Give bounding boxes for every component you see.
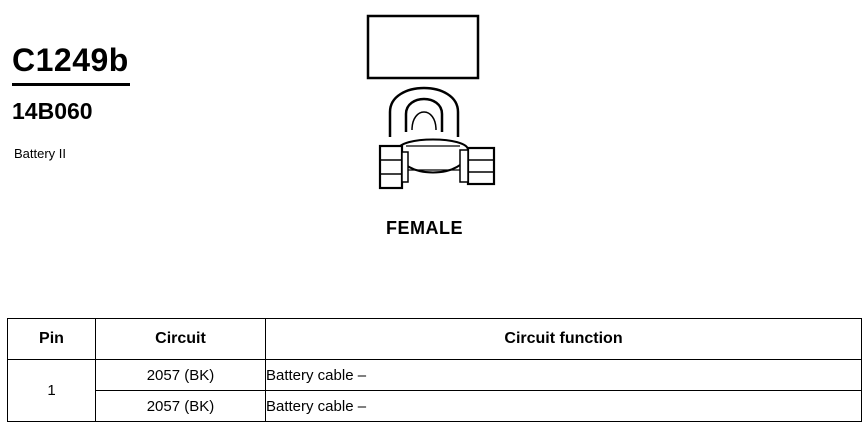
view-label: FEMALE (386, 218, 463, 238)
battery-terminal-clamp-icon (366, 14, 496, 190)
table-row: 1 2057 (BK) Battery cable – (7, 359, 862, 422)
table-row: 2057 (BK) Battery cable – (8, 390, 862, 422)
connector-id: C1249b (12, 42, 129, 78)
col-header-circuit: Circuit (95, 318, 266, 360)
col-header-pin: Pin (7, 318, 96, 360)
table-header-row: Pin Circuit Circuit function (7, 318, 862, 360)
circuit-cell: 2057 (BK) (95, 390, 266, 422)
pin-table: Pin Circuit Circuit function 1 2057 (BK)… (7, 318, 862, 422)
part-number: 14B060 (12, 98, 93, 124)
function-cell: Battery cable – (265, 359, 862, 391)
pin-number: 1 (7, 359, 96, 422)
title-underline (12, 83, 130, 86)
function-cell: Battery cable – (265, 390, 862, 422)
connector-description: Battery II (14, 146, 67, 161)
circuit-cell: 2057 (BK) (95, 359, 266, 391)
col-header-circuit-function: Circuit function (265, 318, 862, 360)
